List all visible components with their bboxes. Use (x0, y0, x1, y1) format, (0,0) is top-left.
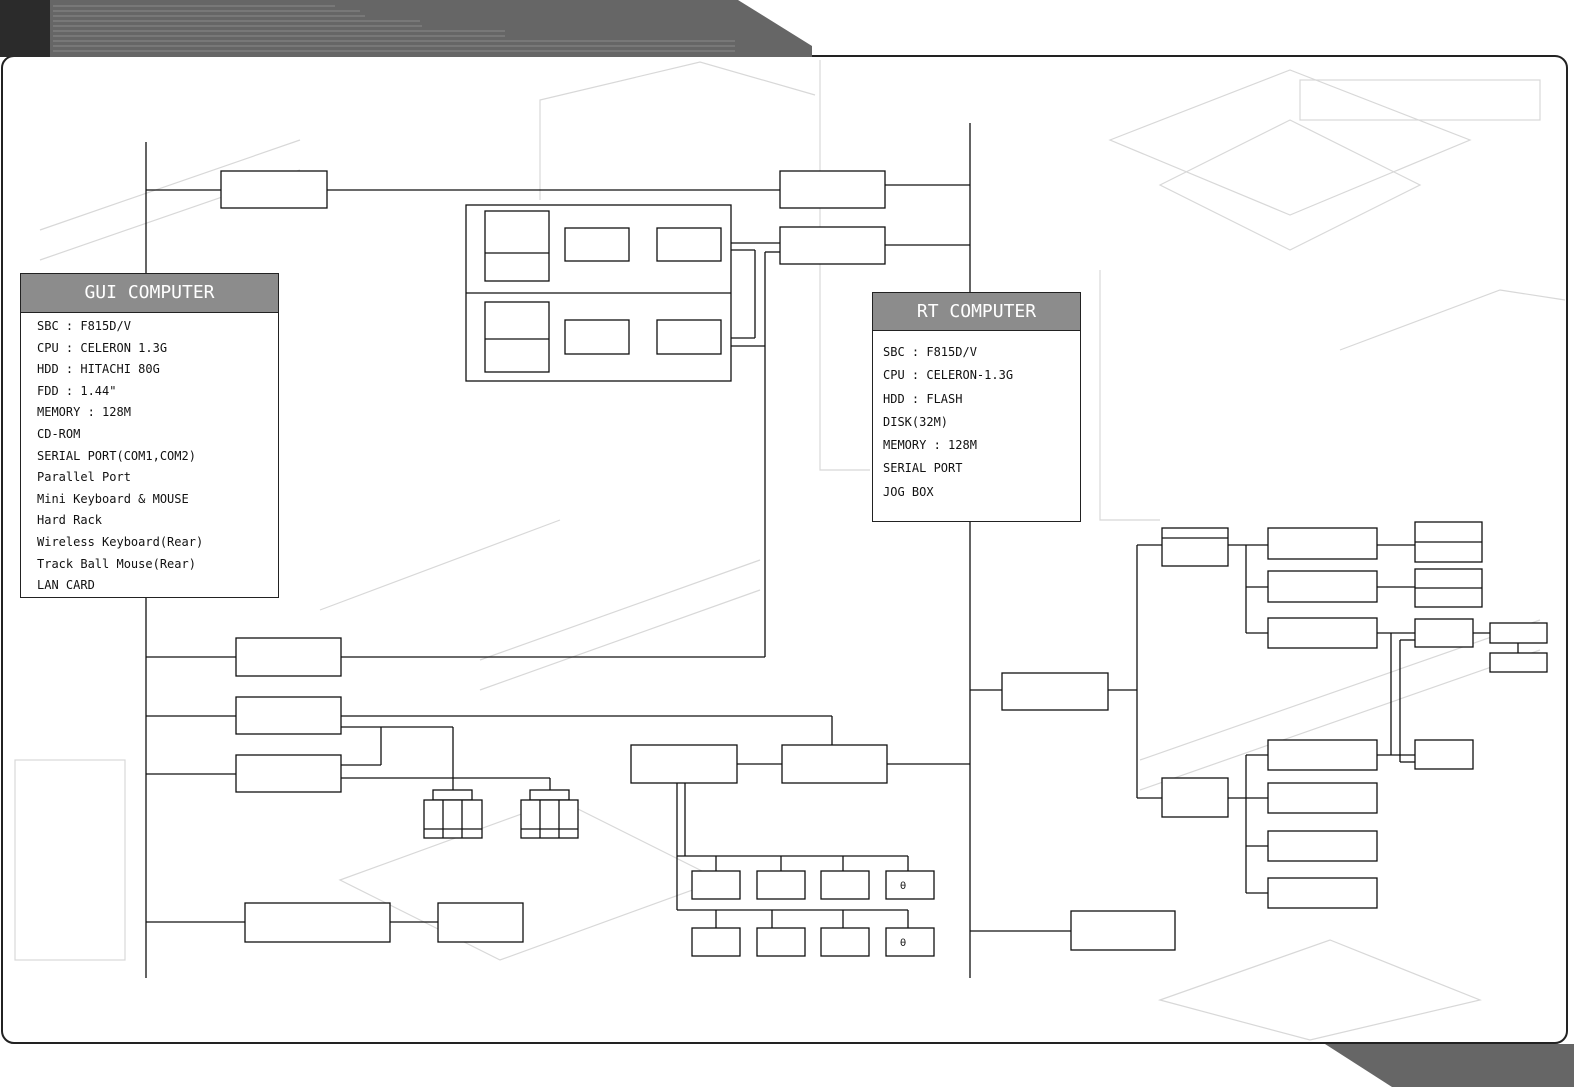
gui-lan-block (244, 902, 391, 943)
relay-block-second (779, 226, 886, 265)
bg-rack-shape (1157, 939, 1482, 1041)
gui-lan-device-block (437, 902, 524, 943)
io-module-row1 (691, 870, 741, 900)
gui-computer-box: GUI COMPUTER SBC : F815D/V CPU : CELERON… (20, 273, 279, 598)
connector-lines (145, 123, 1519, 978)
bg-rack-shape (539, 61, 816, 200)
rt-computer-box: RT COMPUTER SBC : F815D/V CPU : CELERON-… (872, 292, 1081, 522)
header-band-shape (0, 0, 812, 57)
rt-device-block (1267, 877, 1378, 909)
gui-spec-line: CPU : CELERON 1.3G (37, 340, 168, 355)
gui-peripheral-block (235, 696, 342, 735)
gui-peripheral-block (235, 754, 342, 793)
io-interface-block (781, 744, 888, 784)
rt-end-block (1414, 618, 1474, 648)
rt-sub-block (1489, 622, 1548, 644)
io-module-row2 (820, 927, 870, 957)
gui-spec-line: HDD : HITACHI 80G (37, 362, 160, 377)
connector-plug-left (423, 789, 483, 839)
rt-end-block (1414, 739, 1474, 770)
gui-spec-line: LAN CARD (37, 578, 95, 593)
diagram-blocks: θ θ (220, 170, 1548, 957)
rt-hub-block (1001, 672, 1109, 711)
bg-rack-shape (1158, 119, 1422, 251)
gui-spec-line: SERIAL PORT(COM1,COM2) (37, 448, 196, 463)
theta-label-row1: θ (900, 881, 906, 892)
rt-computer-title: RT COMPUTER (873, 293, 1080, 331)
bg-rack-shape (14, 759, 126, 961)
io-module-row2 (691, 927, 741, 957)
module-block (484, 301, 550, 373)
io-module-row1-theta (885, 870, 935, 900)
bg-rack-line (1139, 649, 1541, 791)
rt-spec-line: MEMORY : 128M (883, 438, 977, 453)
rt-computer-specs: SBC : F815D/V CPU : CELERON-1.3G HDD : F… (873, 331, 1080, 504)
gui-spec-line: Mini Keyboard & MOUSE (37, 491, 189, 506)
gui-spec-line: Parallel Port (37, 470, 131, 485)
rt-branch-block-lower (1161, 777, 1229, 818)
bg-rack-shape (1339, 289, 1566, 351)
bg-rack-shape (1099, 270, 1160, 521)
gui-spec-line: MEMORY : 128M (37, 405, 131, 420)
plug-body (423, 799, 483, 839)
io-module-row1 (756, 870, 806, 900)
rt-spec-line: SBC : F815D/V (883, 345, 977, 359)
rt-spec-line: SERIAL PORT (883, 461, 963, 476)
bg-rack-shape (1108, 69, 1472, 216)
rt-device-block (1267, 830, 1378, 862)
rt-spec-line: JOG BOX (883, 484, 934, 499)
rt-device-block (1267, 739, 1378, 771)
gui-spec-line: Wireless Keyboard(Rear) (37, 534, 204, 549)
rt-spec-line: HDD : FLASH (883, 391, 963, 406)
bg-rack-line (39, 139, 301, 231)
plug-body (520, 799, 579, 839)
gui-computer-specs: SBC : F815D/V CPU : CELERON 1.3G HDD : H… (21, 313, 278, 597)
module-block (656, 227, 722, 262)
rt-sub-block (1489, 652, 1548, 673)
header-corner-block (0, 0, 50, 57)
rt-spec-line: CPU : CELERON-1.3G (883, 368, 1014, 383)
gui-spec-line: CD-ROM (37, 426, 81, 441)
rt-branch-block-upper (1161, 527, 1229, 567)
bg-rack-line (479, 559, 761, 661)
gui-peripheral-block (235, 637, 342, 677)
io-module-row2-theta (885, 927, 935, 957)
io-module-row2 (756, 927, 806, 957)
gui-spec-line: SBC : F815D/V (37, 319, 131, 333)
module-block (484, 210, 550, 282)
rt-spec-line: DISK(32M) (883, 414, 949, 429)
gui-spec-line: Hard Rack (37, 513, 103, 528)
module-block (564, 227, 630, 262)
plug-cap (432, 789, 473, 801)
gui-spec-line: Track Ball Mouse(Rear) (37, 556, 196, 571)
module-block (656, 319, 722, 355)
rt-device-block (1267, 782, 1378, 814)
bg-rack-line (319, 519, 561, 611)
io-controller-block (630, 744, 738, 784)
gui-computer-title: GUI COMPUTER (21, 274, 278, 313)
rt-device-block (1267, 570, 1378, 603)
bg-rack-line (479, 589, 761, 691)
relay-block-top (779, 170, 886, 209)
bg-rack-shape (1299, 79, 1541, 121)
connector-plug-right (520, 789, 579, 839)
io-module-row1 (820, 870, 870, 900)
gui-spec-line: FDD : 1.44" (37, 383, 117, 398)
theta-label-row2: θ (900, 938, 906, 949)
rt-device-block (1267, 617, 1378, 649)
footer-tab (1325, 1044, 1574, 1087)
rt-device-block (1267, 527, 1378, 560)
gui-link-block (220, 170, 328, 209)
bg-rack-shape (819, 60, 870, 471)
plug-cap (529, 789, 570, 801)
rt-bottom-block (1070, 910, 1176, 951)
header-band (0, 0, 812, 57)
module-block (564, 319, 630, 355)
